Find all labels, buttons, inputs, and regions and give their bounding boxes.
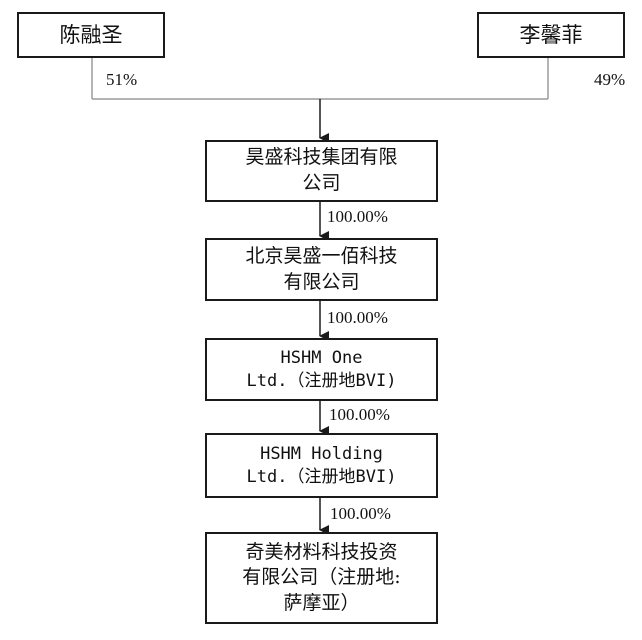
shareholder-name-left: 陈融圣 [59, 22, 123, 47]
shareholder-box-left: 陈融圣 [17, 12, 165, 58]
entity-name-line: HSHM Holding [260, 443, 383, 464]
entity-name-line: 有限公司（注册地: [242, 566, 401, 589]
entity-name-line: Ltd.（注册地BVI) [246, 466, 397, 487]
entity-box-chimei-investment: 奇美材料科技投资 有限公司（注册地: 萨摩亚） [205, 532, 438, 624]
shareholder-box-right: 李馨菲 [477, 12, 625, 58]
entity-name-line: 萨摩亚） [283, 591, 360, 614]
entity-name-line: 奇美材料科技投资 [245, 540, 398, 563]
entity-name-line: 昊盛科技集团有限 [245, 146, 398, 169]
entity-name-line: Ltd.（注册地BVI) [246, 370, 397, 391]
shareholder-share-right: 49% [594, 70, 626, 89]
ownership-share-label: 100.00% [327, 308, 388, 327]
entity-box-beijing-haosheng: 北京昊盛一佰科技 有限公司 [205, 238, 438, 301]
entity-box-hshm-one: HSHM One Ltd.（注册地BVI) [205, 338, 438, 401]
entity-name-line: 有限公司 [283, 270, 360, 293]
shareholder-share-left: 51% [106, 70, 138, 89]
entity-box-haosheng-group: 昊盛科技集团有限 公司 [205, 140, 438, 202]
ownership-share-label: 100.00% [330, 504, 391, 523]
entity-box-hshm-holding: HSHM Holding Ltd.（注册地BVI) [205, 433, 438, 498]
shareholder-name-right: 李馨菲 [519, 22, 583, 47]
ownership-share-label: 100.00% [327, 207, 388, 226]
entity-name-line: HSHM One [280, 347, 363, 368]
ownership-share-label: 100.00% [329, 405, 390, 424]
entity-name-line: 公司 [302, 172, 341, 194]
entity-name-line: 北京昊盛一佰科技 [245, 244, 398, 267]
